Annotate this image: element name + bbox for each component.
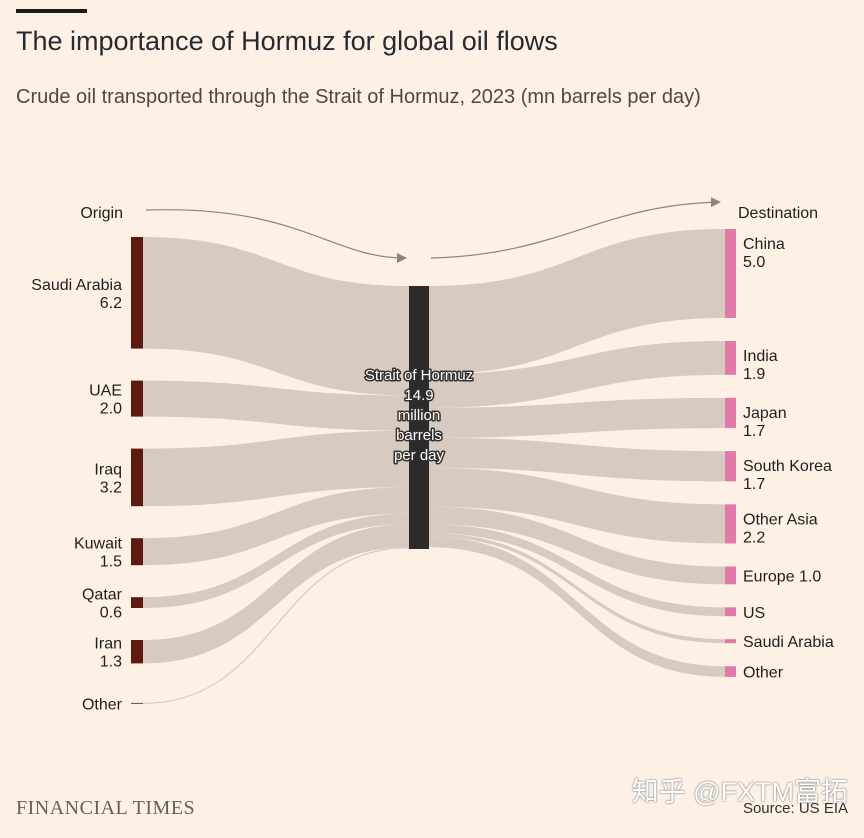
- watermark: 知乎 @FXTM富拓: [631, 777, 848, 807]
- origin-flow-iraq: [143, 430, 409, 507]
- destination-label-us: US: [743, 605, 765, 622]
- center-label-line-2: 14.9: [404, 387, 433, 404]
- destination-bar-europe: [725, 566, 736, 585]
- center-bar-strait-of-hormuz: [409, 286, 429, 549]
- origin-heading: Origin: [80, 205, 123, 222]
- destination-bar-china: [725, 229, 736, 318]
- destination-flows: [429, 229, 725, 677]
- origin-label-qatar: Qatar: [82, 587, 123, 604]
- center-label-line-4: barrels: [396, 427, 442, 444]
- destination-value-china: 5.0: [743, 254, 765, 271]
- destination-label-china: China: [743, 236, 785, 253]
- node-labels: Saudi Arabia6.2UAE2.0Iraq3.2Kuwait1.5Qat…: [31, 205, 834, 713]
- origin-label-saudi-arabia: Saudi Arabia: [31, 277, 122, 294]
- chart-title: The importance of Hormuz for global oil …: [16, 26, 558, 56]
- source-note: Source: US EIA: [742, 800, 848, 817]
- origin-flow-uae: [143, 380, 409, 431]
- destination-value-india: 1.9: [743, 366, 765, 383]
- destination-flow-other-asia: [429, 467, 725, 544]
- destination-flow-other: [429, 536, 725, 677]
- origin-label-other: Other: [82, 696, 123, 713]
- destination-value-other-asia: 2.2: [743, 529, 765, 546]
- destination-flow-south-korea: [429, 437, 725, 482]
- heading-arrows: [145, 197, 721, 263]
- origin-flow-qatar: [143, 513, 409, 608]
- origin-flow-saudi-arabia: [143, 237, 409, 396]
- center-label-line-5: per day: [394, 447, 445, 464]
- origin-label-uae: UAE: [89, 383, 122, 400]
- origin-value-uae: 2.0: [100, 401, 122, 418]
- origin-bar-iran: [131, 640, 143, 664]
- destination-label-india: India: [743, 348, 778, 365]
- destination-bar-south-korea: [725, 451, 736, 482]
- destination-label-europe: Europe 1.0: [743, 568, 821, 585]
- destination-label-other: Other: [743, 665, 784, 682]
- destination-arrow: [430, 197, 721, 259]
- origin-flows: [142, 237, 410, 704]
- destination-value-south-korea: 1.7: [743, 476, 765, 493]
- destination-label-japan: Japan: [743, 405, 787, 422]
- destination-flow-us: [429, 524, 725, 617]
- origin-value-iraq: 3.2: [100, 479, 122, 496]
- destination-bar-saudi-arabia: [725, 639, 736, 644]
- chart-subtitle: Crude oil transported through the Strait…: [16, 86, 701, 108]
- origin-value-iran: 1.3: [100, 654, 122, 671]
- destination-label-south-korea: South Korea: [743, 458, 832, 475]
- origin-bar-uae: [131, 380, 143, 417]
- header-accent-bar: [16, 9, 87, 13]
- origin-arrow: [145, 209, 407, 263]
- destination-flow-india: [429, 341, 725, 408]
- destination-bar-other-asia: [725, 504, 736, 544]
- destination-value-japan: 1.7: [743, 423, 765, 440]
- origin-label-kuwait: Kuwait: [74, 536, 123, 553]
- origin-flow-other: [142, 547, 410, 704]
- destination-flow-europe: [429, 506, 725, 585]
- origin-flow-kuwait: [143, 487, 409, 566]
- destination-bar-japan: [725, 397, 736, 429]
- origin-label-iran: Iran: [94, 636, 122, 653]
- node-bars: [131, 229, 736, 704]
- destination-flow-china: [429, 229, 725, 375]
- ft-brand-logo: FINANCIAL TIMES: [16, 797, 196, 819]
- center-label-line-1: Strait of Hormuz: [365, 367, 473, 384]
- destination-heading: Destination: [738, 205, 818, 222]
- origin-value-saudi-arabia: 6.2: [100, 295, 122, 312]
- destination-label-saudi-arabia: Saudi Arabia: [743, 634, 834, 651]
- destination-bar-other: [725, 666, 736, 677]
- destination-label-other-asia: Other Asia: [743, 511, 818, 528]
- origin-flow-iran: [143, 524, 409, 664]
- destination-flow-saudi-arabia: [429, 533, 725, 644]
- origin-value-qatar: 0.6: [100, 605, 122, 622]
- origin-bar-kuwait: [131, 538, 143, 566]
- origin-bar-iraq: [131, 448, 143, 507]
- origin-bar-qatar: [131, 597, 143, 608]
- origin-value-kuwait: 1.5: [100, 554, 122, 571]
- origin-bar-saudi-arabia: [131, 237, 143, 349]
- center-label-line-3: million: [398, 407, 441, 424]
- destination-bar-us: [725, 607, 736, 617]
- origin-label-iraq: Iraq: [94, 461, 122, 478]
- destination-flow-japan: [429, 397, 725, 438]
- destination-bar-india: [725, 341, 736, 375]
